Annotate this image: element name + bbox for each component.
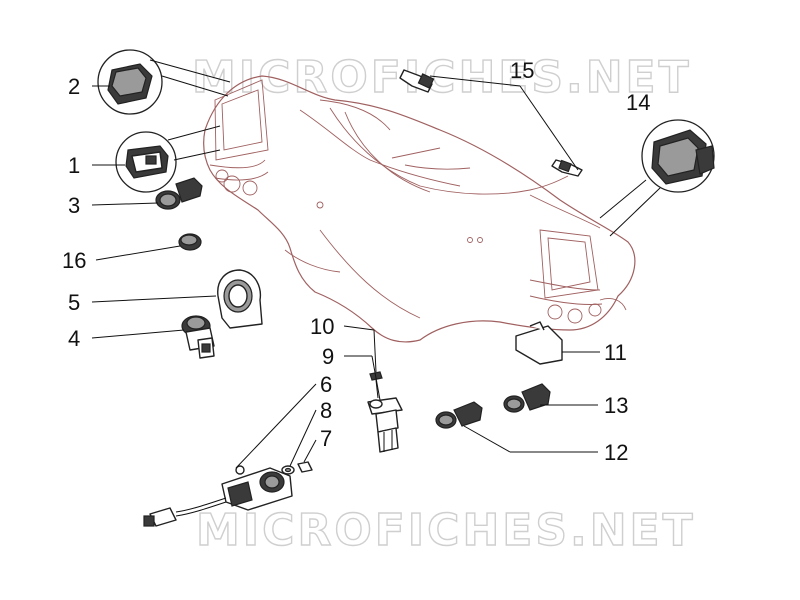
part-7-nut bbox=[297, 461, 313, 473]
part-12-switch bbox=[435, 401, 483, 429]
part-2-detail bbox=[97, 49, 231, 115]
callout-11: 11 bbox=[604, 340, 627, 365]
callout-labels: 2 1 3 16 5 4 15 14 10 9 6 8 7 11 13 12 bbox=[62, 58, 650, 465]
callout-8: 8 bbox=[320, 398, 332, 423]
part-14-detail bbox=[599, 119, 715, 237]
callout-1: 1 bbox=[68, 153, 80, 178]
part-15-bulbs bbox=[399, 69, 583, 177]
callout-13: 13 bbox=[604, 393, 628, 418]
callout-2: 2 bbox=[68, 74, 80, 99]
callout-5: 5 bbox=[68, 290, 80, 315]
callout-7: 7 bbox=[320, 426, 332, 451]
callout-12: 12 bbox=[604, 440, 628, 465]
part-16-cap bbox=[178, 233, 202, 251]
part-5-ring bbox=[217, 269, 263, 329]
part-1-detail bbox=[115, 125, 221, 193]
callout-14: 14 bbox=[626, 90, 650, 115]
callout-10: 10 bbox=[310, 314, 334, 339]
callout-6: 6 bbox=[320, 372, 332, 397]
handlebar-cover bbox=[203, 75, 636, 343]
callout-4: 4 bbox=[68, 326, 80, 351]
part-8-washer bbox=[281, 465, 295, 475]
callout-15: 15 bbox=[510, 58, 534, 83]
leader-lines bbox=[91, 75, 600, 469]
watermark-bottom: MICROFICHES.NET bbox=[196, 505, 696, 556]
part-6-lock-assembly bbox=[143, 465, 293, 527]
part-11-cover bbox=[515, 321, 563, 365]
callout-16: 16 bbox=[62, 248, 86, 273]
callout-9: 9 bbox=[322, 344, 334, 369]
part-13-switch bbox=[503, 383, 551, 413]
callout-3: 3 bbox=[68, 193, 80, 218]
part-9-stopswitch bbox=[367, 397, 403, 453]
part-4-switch bbox=[181, 315, 215, 359]
part-3-button bbox=[155, 177, 203, 210]
